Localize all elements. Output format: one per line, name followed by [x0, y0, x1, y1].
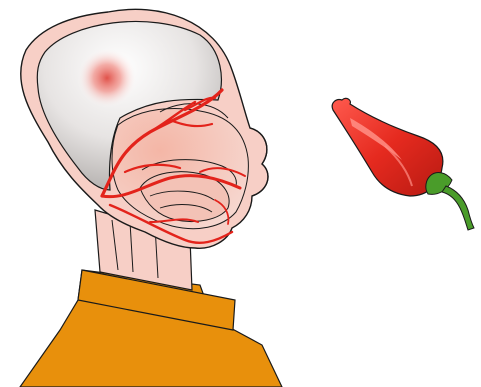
shirt: [20, 270, 282, 387]
chili-pepper: [332, 98, 474, 230]
pepper-stem: [442, 186, 474, 230]
pain-center: [77, 48, 137, 108]
